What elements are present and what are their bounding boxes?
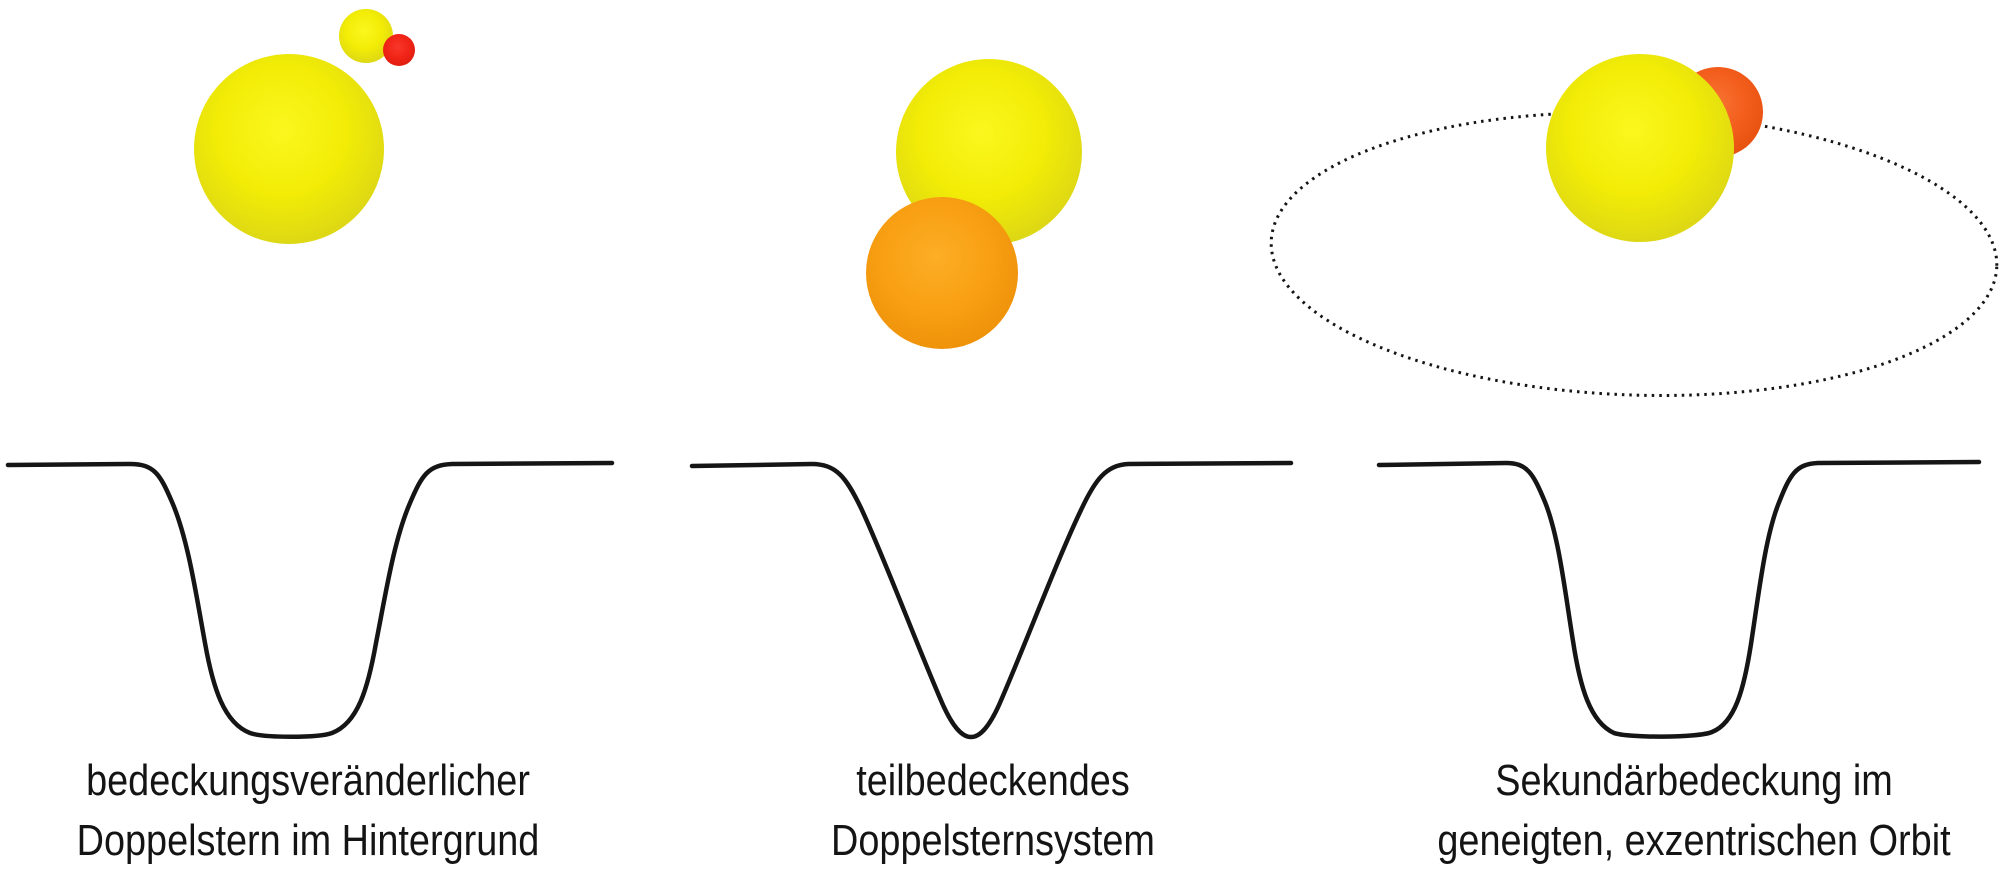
background-companion-red-sphere <box>383 34 415 66</box>
caption-secondary-eclipse: Sekundärbedeckung im geneigten, exzentri… <box>1437 751 1950 871</box>
caption-line: geneigten, exzentrischen Orbit <box>1437 816 1951 865</box>
caption-line: teilbedeckendes <box>856 756 1130 805</box>
panel-partially-eclipsing-binary <box>689 59 1294 740</box>
caption-line: bedeckungsveränderlicher <box>86 756 530 805</box>
background-eclipsing-binary-lightcurve <box>5 460 615 739</box>
caption-line: Doppelsternsystem <box>831 816 1155 865</box>
secondary-eclipse-eccentric-orbit-lightcurve <box>1376 459 1982 739</box>
panel-background-eclipsing-binary <box>5 9 615 739</box>
background-star-yellow-small-sphere <box>339 9 393 63</box>
secondary-star-orange-sphere <box>866 197 1018 349</box>
primary-star-yellow-sphere <box>1546 54 1734 242</box>
caption-partially-eclipsing-binary: teilbedeckendes Doppelsternsystem <box>831 751 1155 871</box>
caption-background-eclipsing-binary: bedeckungsveränderlicher Doppelstern im … <box>77 751 540 871</box>
caption-line: Sekundärbedeckung im <box>1495 756 1893 805</box>
primary-star-yellow-large-sphere <box>194 54 384 244</box>
partially-eclipsing-binary-lightcurve <box>689 460 1294 740</box>
panel-secondary-eclipse-eccentric-orbit <box>1269 54 1999 739</box>
caption-line: Doppelstern im Hintergrund <box>76 816 540 865</box>
